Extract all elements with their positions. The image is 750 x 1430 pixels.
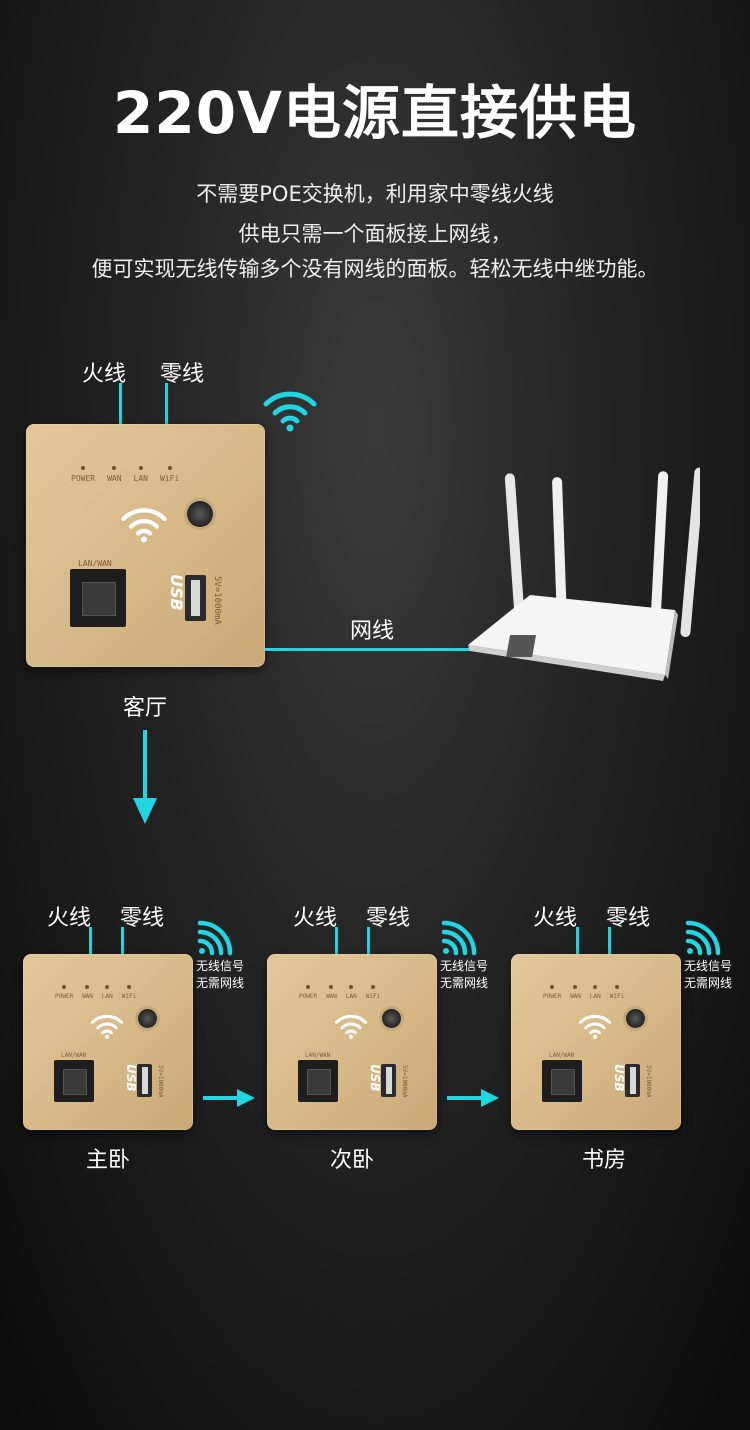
led-power: POWER (71, 466, 95, 483)
room3-wifi-signal-icon (685, 920, 721, 956)
main-room-label: 客厅 (123, 696, 168, 721)
panel-wifi-logo-icon (121, 508, 167, 543)
main-neutral-wire-label: 零线 (160, 362, 205, 387)
page-title: 220V电源直接供电 (113, 79, 637, 147)
room2-signal-text: 无线信号 (440, 959, 489, 973)
room3-neutral-wire (608, 927, 611, 955)
room2-panel-wifi-logo-icon (334, 1014, 368, 1040)
room2-live-wire-label: 火线 (293, 906, 338, 931)
network-cable-label: 网线 (350, 619, 395, 644)
room3-ethernet-port[interactable] (542, 1060, 582, 1102)
room1-signal-text: 无线信号 (196, 959, 245, 973)
led-lan: LAN (134, 466, 148, 483)
room1-live-wire (89, 927, 92, 955)
room3-usb-port[interactable] (625, 1064, 640, 1097)
main-live-wire (119, 383, 122, 425)
room2-label: 次卧 (330, 1148, 375, 1173)
room3-live-wire-label: 火线 (533, 906, 578, 931)
room1-no-cable-text: 无需网线 (196, 976, 245, 990)
room2-usb-port[interactable] (381, 1064, 396, 1097)
room2-live-wire (335, 927, 338, 955)
room3-signal-text: 无线信号 (684, 959, 733, 973)
router-icon (468, 467, 700, 681)
room1-live-wire-label: 火线 (47, 906, 92, 931)
ethernet-port[interactable] (70, 569, 126, 627)
room2-no-cable-text: 无需网线 (440, 976, 489, 990)
room1-usb-port[interactable] (137, 1064, 152, 1097)
room3-neutral-wire-label: 零线 (606, 906, 651, 931)
usb-label: USB (167, 574, 186, 611)
usb-spec-label: 5V=1000mA (212, 576, 222, 625)
room3-label: 书房 (582, 1148, 627, 1173)
room1-neutral-wire-label: 零线 (120, 906, 165, 931)
room1-wall-panel: POWER WAN LAN WiFi LAN/WAN USB 5V=1000mA (23, 954, 193, 1130)
description-line-3: 便可实现无线传输多个没有网线的面板。轻松无线中继功能。 (91, 257, 659, 281)
led-indicators: POWER WAN LAN WiFi (71, 466, 179, 483)
room3-no-cable-text: 无需网线 (684, 976, 733, 990)
main-neutral-wire (165, 383, 168, 425)
led-wan: WAN (107, 466, 122, 483)
description-line-2: 供电只需一个面板接上网线， (238, 222, 512, 246)
port-label: LAN/WAN (78, 559, 112, 568)
room1-neutral-wire (121, 927, 124, 955)
arrow-down-icon (133, 730, 157, 824)
main-wall-panel: POWER WAN LAN WiFi LAN/WAN USB 5V=1000mA (26, 424, 265, 667)
room2-neutral-wire-label: 零线 (366, 906, 411, 931)
room1-panel-wifi-logo-icon (90, 1014, 124, 1040)
network-cable (265, 648, 485, 651)
reset-button[interactable] (187, 501, 213, 527)
arrow-right-icon-1 (203, 1089, 255, 1107)
usb-port[interactable] (185, 575, 206, 621)
room2-neutral-wire (367, 927, 370, 955)
room2-wall-panel: POWER WAN LAN WiFi LAN/WAN USB 5V=1000mA (267, 954, 437, 1130)
description-line-1: 不需要POE交换机，利用家中零线火线 (196, 182, 554, 206)
room2-wifi-signal-icon (441, 920, 477, 956)
arrow-right-icon-2 (447, 1089, 499, 1107)
room2-reset-button[interactable] (382, 1009, 401, 1028)
main-live-wire-label: 火线 (82, 362, 127, 387)
room3-live-wire (576, 927, 579, 955)
room1-wifi-signal-icon (197, 920, 233, 956)
room2-ethernet-port[interactable] (298, 1060, 338, 1102)
room1-ethernet-port[interactable] (54, 1060, 94, 1102)
room3-panel-wifi-logo-icon (578, 1014, 612, 1040)
room1-label: 主卧 (86, 1148, 131, 1173)
led-wifi: WiFi (160, 466, 179, 483)
main-wifi-signal-icon (263, 391, 317, 432)
room3-wall-panel: POWER WAN LAN WiFi LAN/WAN USB 5V=1000mA (511, 954, 681, 1130)
room3-reset-button[interactable] (626, 1009, 645, 1028)
room1-reset-button[interactable] (138, 1009, 157, 1028)
